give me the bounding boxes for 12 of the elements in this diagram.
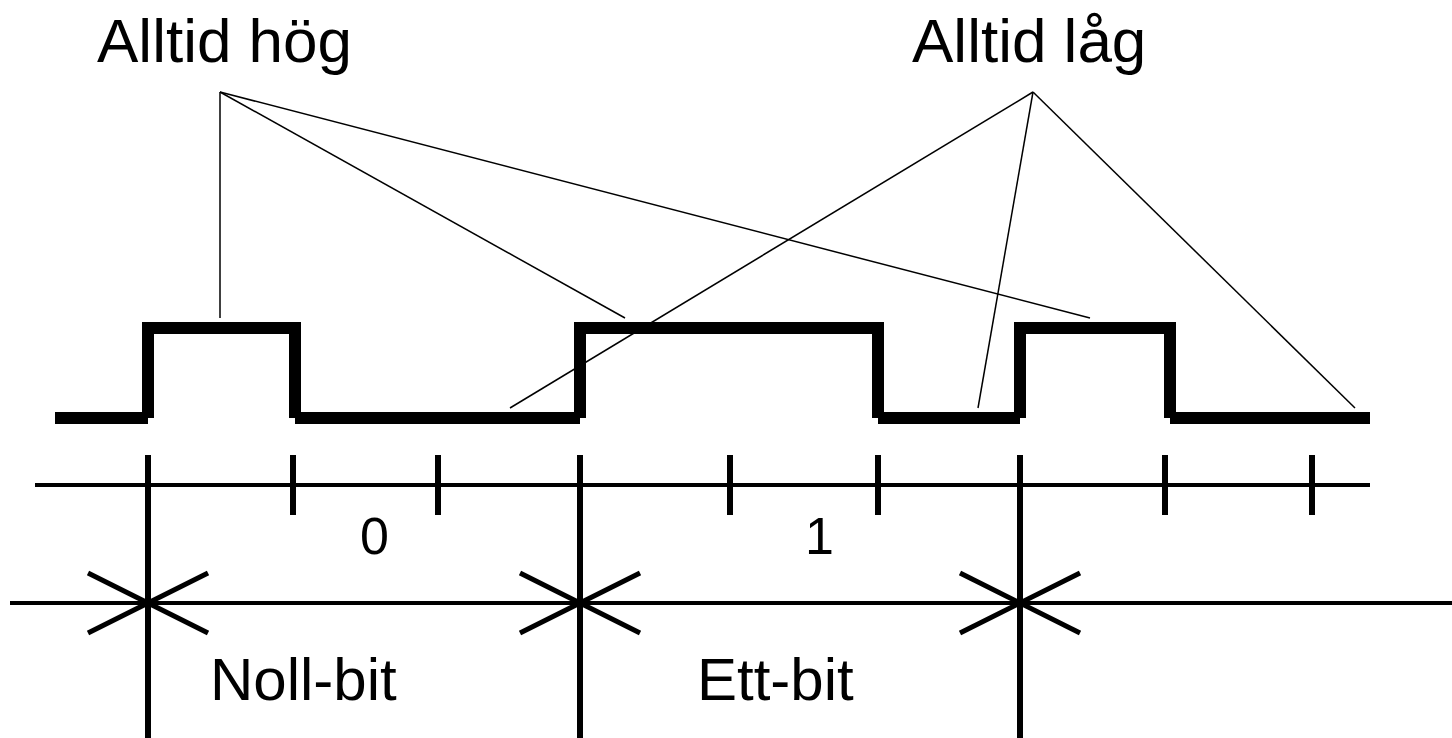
low-level-segment — [295, 412, 580, 424]
low-level-segment — [878, 412, 1020, 424]
high-level-segment — [142, 322, 301, 418]
high-level-segment — [574, 322, 884, 418]
leader-line — [509, 91, 1034, 409]
leader-line — [219, 91, 221, 319]
low-level-segment — [1170, 412, 1370, 424]
leader-line — [977, 91, 1034, 409]
leader-line — [219, 91, 1091, 319]
leader-line — [219, 91, 626, 319]
high-level-segment — [1014, 322, 1176, 418]
leader-line — [1032, 91, 1356, 409]
